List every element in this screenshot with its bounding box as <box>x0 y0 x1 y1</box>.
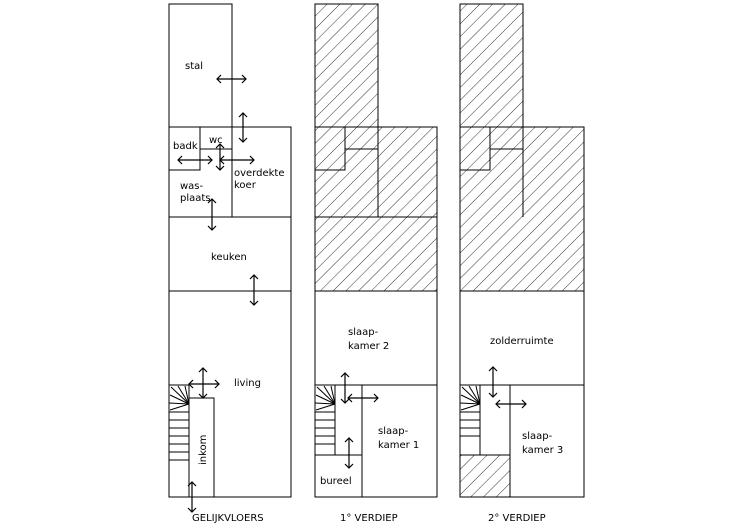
room-label-slaapkamer-3: slaap- <box>522 431 553 442</box>
entrance-outline <box>188 397 215 498</box>
floor-plan-second: zolderruimte slaap- kamer 3 2° VERDIEP <box>459 3 585 524</box>
room-label-koer: koer <box>234 180 257 191</box>
hatched-void <box>314 3 379 128</box>
floor-caption: 2° VERDIEP <box>488 513 546 524</box>
room-label-slaapkamer-1: kamer 1 <box>378 440 419 451</box>
room-label-inkom: inkom <box>198 435 209 465</box>
room-label-wasplaats: was- <box>180 181 204 192</box>
room-label-keuken: keuken <box>211 252 247 263</box>
door-arrows <box>177 74 259 513</box>
room-label-koer: overdekte <box>234 168 285 179</box>
door-arrows <box>340 372 379 469</box>
floor-caption: 1° VERDIEP <box>340 513 398 524</box>
toilet-outline <box>199 126 233 150</box>
room-label-living: living <box>234 378 261 389</box>
room-label-zolderruimte: zolderruimte <box>490 336 554 347</box>
room-label-wasplaats: plaats <box>180 193 211 204</box>
staircase-steps <box>168 385 190 461</box>
room-label-slaapkamer-3: kamer 3 <box>522 445 563 456</box>
hatched-void <box>459 126 585 292</box>
room-label-stal: stal <box>185 61 203 72</box>
floor-plan-ground: stal badk wc was- plaats overdekte koer … <box>168 3 292 524</box>
floor-plan-first: slaap- kamer 2 slaap- kamer 1 bureel 1° … <box>314 3 438 524</box>
room-label-bureel: bureel <box>320 476 352 487</box>
room-label-wc: wc <box>209 135 223 146</box>
floor-caption: GELIJKVLOERS <box>192 513 264 524</box>
room-label-badk: badk <box>173 141 198 152</box>
staircase-steps <box>314 385 336 445</box>
room-label-slaapkamer-2: slaap- <box>348 327 379 338</box>
room-label-slaapkamer-1: slaap- <box>378 426 409 437</box>
door-arrows <box>488 366 527 409</box>
staircase-steps <box>459 385 481 437</box>
hatched-void <box>314 126 438 292</box>
hatched-void <box>459 3 524 128</box>
hatched-void <box>459 454 511 498</box>
room-label-slaapkamer-2: kamer 2 <box>348 341 389 352</box>
